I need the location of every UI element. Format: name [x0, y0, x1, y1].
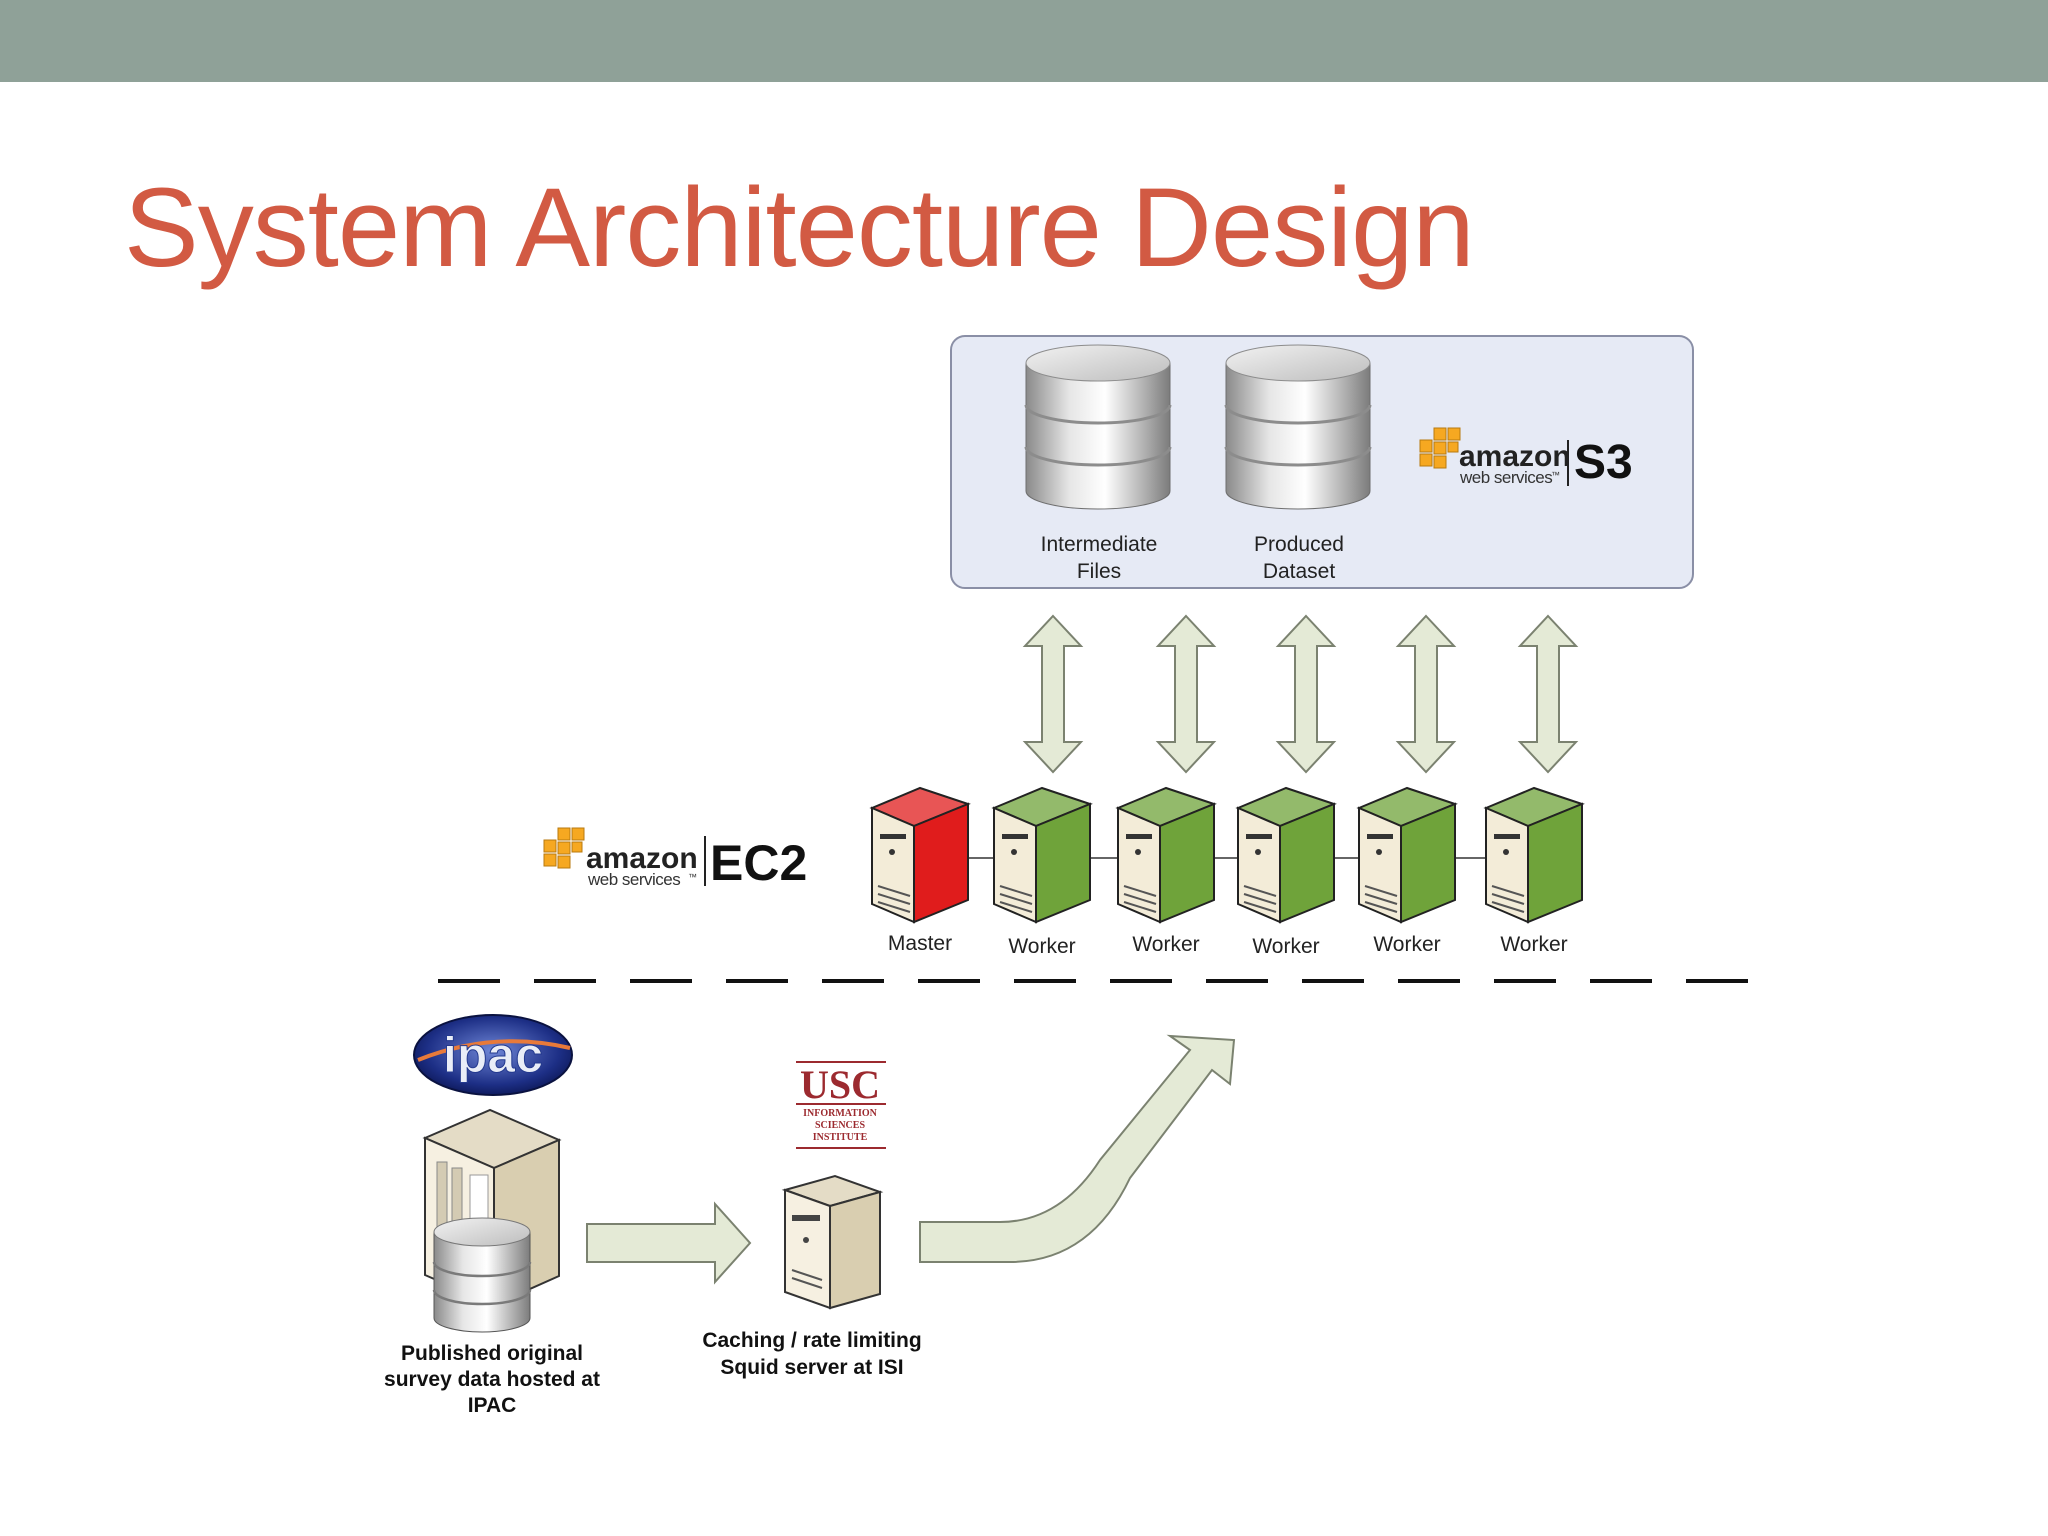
aws-service-text: S3	[1574, 436, 1633, 489]
aws-s3-logo: amazon web services ™ S3	[1419, 427, 1633, 489]
double-arrow-icon	[1155, 614, 1217, 774]
store-label-line1: Intermediate	[1041, 533, 1158, 556]
ec2-cluster: Master Worker Worker Worker Worker Worker	[869, 786, 1585, 958]
server-label: Worker	[1132, 933, 1199, 956]
aws-cubes-icon	[543, 827, 585, 869]
aws-ec2-logo: amazon web services ™ EC2	[543, 827, 807, 891]
double-arrow-icon	[1517, 614, 1579, 774]
ipac-caption-line: IPAC	[468, 1394, 517, 1417]
usc-logo-line: SCIENCES	[815, 1120, 865, 1131]
usc-logo-main: USC	[800, 1062, 880, 1107]
database-icon	[1024, 344, 1172, 510]
top-band	[0, 0, 2048, 82]
aws-sub-text: web services	[587, 870, 680, 889]
server-label: Worker	[1252, 935, 1319, 958]
server-tower-icon	[1356, 786, 1458, 924]
ipac-caption-line: Published original	[401, 1342, 583, 1365]
arrow-right-icon	[586, 1201, 752, 1285]
server-tower-icon	[781, 1174, 884, 1310]
usc-logo-line: INFORMATION	[803, 1108, 877, 1119]
s3-storage-panel: Intermediate Files Produced Dataset amaz…	[950, 335, 1694, 589]
usc-isi-logo: USC INFORMATION SCIENCES INSTITUTE	[796, 1061, 886, 1149]
ipac-logo: ipac	[413, 1014, 573, 1096]
store-label-line2: Files	[1077, 560, 1121, 583]
ipac-logo-text: ipac	[443, 1027, 543, 1083]
isi-caption-line: Caching / rate limiting	[702, 1329, 921, 1352]
server-label: Worker	[1500, 933, 1567, 956]
aws-service-text: EC2	[710, 835, 807, 891]
aws-sub-text: web services	[1459, 468, 1552, 487]
server-tower-icon	[991, 786, 1093, 924]
double-arrow-icon	[1395, 614, 1457, 774]
database-icon	[432, 1217, 532, 1333]
double-arrow-icon	[1022, 614, 1084, 774]
server-tower-icon	[1115, 786, 1217, 924]
database-icon	[1224, 344, 1372, 510]
s3-arrow-group	[1022, 614, 1579, 774]
isi-caption-line: Squid server at ISI	[720, 1356, 903, 1379]
store-label-line2: Dataset	[1263, 560, 1336, 583]
aws-brand-text: amazon	[1459, 440, 1571, 473]
server-tower-icon	[1483, 786, 1585, 924]
server-label: Worker	[1008, 935, 1075, 958]
aws-tm-text: ™	[688, 872, 697, 882]
usc-logo-line: INSTITUTE	[813, 1132, 868, 1143]
server-tower-icon	[869, 786, 971, 924]
server-label: Worker	[1373, 933, 1440, 956]
aws-brand-text: amazon	[586, 842, 698, 875]
aws-cubes-icon	[1419, 427, 1461, 469]
server-label: Master	[888, 932, 952, 955]
store-label-line1: Produced	[1254, 533, 1344, 556]
curved-arrow-icon	[919, 1034, 1236, 1263]
slide-title: System Architecture Design	[124, 165, 1475, 290]
server-tower-icon	[1235, 786, 1337, 924]
ipac-caption-line: survey data hosted at	[384, 1368, 600, 1391]
aws-tm-text: ™	[1551, 470, 1560, 480]
double-arrow-icon	[1275, 614, 1337, 774]
